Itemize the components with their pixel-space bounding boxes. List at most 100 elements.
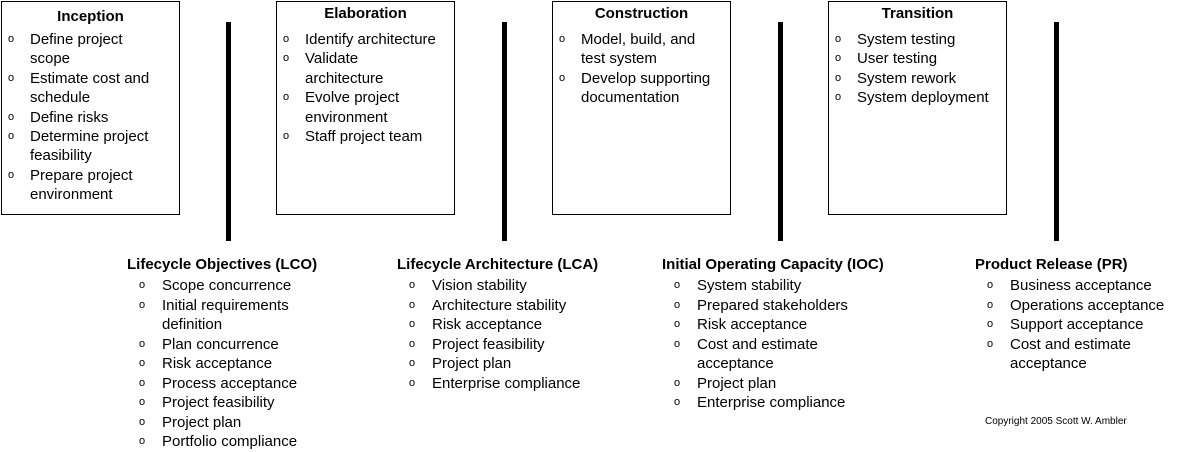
list-item-text: Project plan	[697, 374, 777, 392]
bullet-icon: o	[409, 357, 416, 369]
list-item-text: environment	[30, 186, 113, 204]
list-item-text: documentation	[581, 89, 680, 107]
bullet-icon: o	[8, 71, 15, 84]
list-item-text: System stability	[697, 277, 802, 294]
phase-title: Construction	[594, 5, 689, 22]
list-item-text: Determine project	[30, 128, 149, 146]
list-item-text: System testing	[857, 31, 956, 48]
list-item-text: Estimate cost and	[30, 69, 150, 87]
milestone-lca: Lifecycle Architecture (LCA) o Vision sta…	[397, 256, 598, 393]
bullet-icon: o	[283, 130, 290, 143]
bullet-icon: o	[409, 337, 416, 350]
bullet-icon: o	[987, 298, 994, 311]
bullet-icon: o	[987, 279, 994, 291]
list-item: o Define project scope	[2, 30, 179, 69]
list-item-text: Risk acceptance	[432, 316, 543, 333]
bullet-icon: o	[835, 71, 842, 84]
bullet-icon: o	[8, 33, 15, 45]
list-item-text: scope	[30, 50, 71, 68]
list-item-text: Define project	[30, 31, 123, 48]
bullet-icon: o	[987, 337, 994, 350]
list-item-text: Cost and estimate	[1010, 335, 1131, 353]
milestone-pr: Product Release (PR) o Business acceptanc…	[975, 256, 1164, 374]
milestone-divider-lco	[226, 22, 231, 241]
phase-title: Inception	[57, 8, 124, 25]
milestone-title: Lifecycle Architecture (LCA)	[397, 256, 599, 273]
list-item-text: Project feasibility	[162, 394, 275, 411]
milestone-divider-ioc	[778, 22, 783, 241]
list-item-text: Evolve project	[305, 89, 400, 107]
list-item: o Prepare project environment	[2, 166, 179, 205]
list-item-text: definition	[162, 316, 223, 333]
list-item-text: Prepare project	[30, 166, 133, 184]
bullet-icon: o	[139, 357, 146, 369]
list-item-text: Project feasibility	[432, 335, 545, 353]
list-item-text: Operations acceptance	[1010, 296, 1165, 314]
bullet-icon: o	[674, 298, 681, 311]
list-item: o Project feasibility	[397, 335, 598, 355]
list-item-text: schedule	[30, 89, 91, 107]
bullet-icon: o	[559, 71, 566, 84]
list-item-text: Prepared stakeholders	[697, 296, 848, 314]
list-item-text: Initial requirements	[162, 296, 289, 314]
list-item-text: Project plan	[162, 413, 242, 431]
bullet-icon: o	[674, 376, 681, 389]
bullet-icon: o	[674, 318, 681, 330]
list-item-text: environment	[305, 108, 388, 126]
bullet-icon: o	[139, 396, 146, 408]
list-item: o Project feasibility	[127, 393, 317, 413]
list-item: o Risk acceptance	[662, 315, 884, 335]
milestone-title: Product Release (PR)	[975, 256, 1128, 273]
list-item: o Cost and estimate acceptance	[975, 335, 1164, 374]
bullet-icon: o	[8, 130, 15, 143]
bullet-icon: o	[283, 33, 290, 45]
list-item-text: architecture	[305, 69, 384, 87]
list-item-text: Business acceptance	[1010, 277, 1152, 294]
milestone-divider-lca	[502, 22, 507, 241]
list-item: o User testing	[829, 49, 1006, 68]
list-item-text: Cost and estimate	[697, 335, 818, 353]
list-item: o Business acceptance	[975, 276, 1164, 296]
phase-title: Elaboration	[324, 5, 407, 22]
list-item-text: Enterprise compliance	[697, 394, 846, 411]
bullet-icon: o	[8, 168, 15, 181]
milestone-divider-pr	[1054, 22, 1059, 241]
list-item-text: User testing	[857, 50, 938, 68]
list-item: o Prepared stakeholders	[662, 296, 884, 316]
bullet-icon: o	[8, 110, 15, 123]
bullet-icon: o	[987, 318, 994, 330]
list-item-text: Scope concurrence	[162, 277, 292, 294]
list-item-text: Define risks	[30, 108, 109, 126]
bullet-icon: o	[835, 52, 842, 65]
list-item-text: Vision stability	[432, 277, 527, 294]
list-item-text: acceptance	[1010, 355, 1087, 372]
bullet-icon: o	[559, 33, 566, 45]
list-item-text: Risk acceptance	[697, 316, 808, 333]
phase-title: Transition	[881, 5, 954, 22]
